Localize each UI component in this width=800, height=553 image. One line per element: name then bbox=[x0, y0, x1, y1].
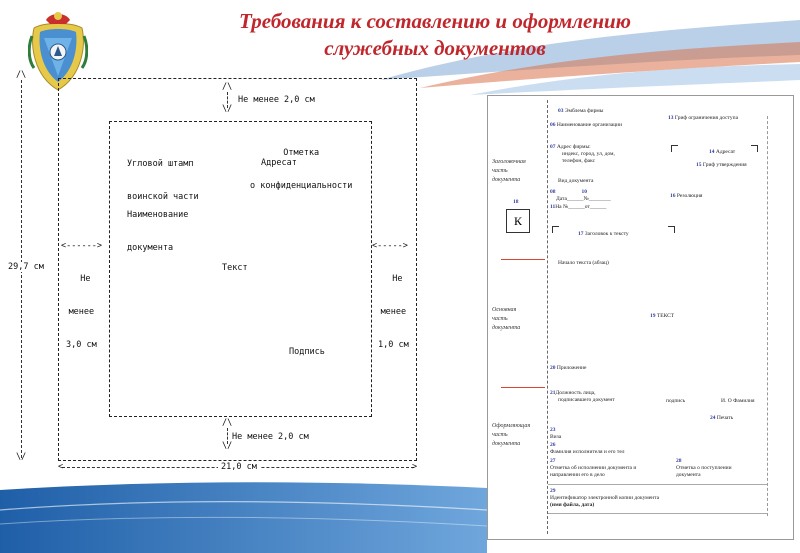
corner-mark-2 bbox=[751, 145, 758, 152]
field-19: 19 ТЕКСТ bbox=[650, 313, 675, 319]
field-14: 14 Адресат bbox=[709, 149, 736, 155]
field-24: 24 Печать bbox=[710, 415, 734, 421]
right-margin-line-1: Не bbox=[392, 274, 403, 284]
left-margin-label: Не менее 3,0 см bbox=[66, 252, 97, 373]
right-margin-arrow: <-----> bbox=[372, 241, 408, 251]
military-academy-emblem-icon bbox=[28, 12, 88, 91]
field-26: 26 Фамилия исполнителя и его тел bbox=[550, 442, 625, 455]
form-sample: Заголовочная часть документа Основная ча… bbox=[487, 95, 794, 540]
right-margin-label: Не менее 1,0 см bbox=[378, 252, 409, 373]
field-13: 13 Гриф ограничения доступа bbox=[668, 115, 739, 121]
form-red-line-1 bbox=[501, 259, 545, 260]
confidentiality-label: Отметка о конфиденциальности bbox=[250, 148, 353, 191]
bottom-margin-label: Не менее 2,0 см bbox=[232, 432, 309, 442]
field-20: 20 Приложение bbox=[550, 365, 587, 371]
top-margin-arrow-up: /\ bbox=[222, 82, 233, 92]
field-03: 03 Эмблема фирмы bbox=[558, 108, 604, 114]
field-21: 21Должность лица, подписавшего документ bbox=[550, 390, 615, 403]
text-area-outline bbox=[109, 121, 372, 417]
width-arrow-right: > bbox=[412, 462, 418, 472]
height-arrow-top: /\ bbox=[16, 70, 27, 80]
corner-mark-4 bbox=[668, 226, 675, 233]
field-18: 18 bbox=[513, 199, 519, 205]
left-margin-line-1: Не bbox=[80, 274, 91, 284]
field-signature: подпись bbox=[666, 398, 686, 404]
left-margin-arrow: <------> bbox=[61, 241, 102, 251]
signature-label: Подпись bbox=[289, 347, 325, 357]
left-margin-line-3: 3,0 см bbox=[66, 340, 97, 350]
form-right-column-line bbox=[767, 116, 768, 516]
page-title: Требования к составлению и оформлению сл… bbox=[150, 8, 720, 62]
form-red-line-2 bbox=[501, 387, 545, 388]
right-margin-line-2: менее bbox=[380, 307, 407, 317]
bottom-wave-decoration bbox=[0, 482, 487, 553]
top-wave-decoration bbox=[380, 20, 800, 95]
top-margin-line bbox=[227, 92, 228, 108]
doc-name-label: Наименование документа bbox=[127, 210, 189, 253]
form-left-column-line bbox=[547, 100, 548, 534]
title-line-1: Требования к составлению и оформлению bbox=[238, 9, 631, 33]
field-text-start: Начало текста (абзац) bbox=[558, 260, 609, 266]
corner-mark-1 bbox=[671, 145, 678, 152]
layout-scheme: /\ \/ 29,7 см < > 21,0 см /\ \/ Не менее… bbox=[8, 70, 418, 472]
side-label-header: Заголовочная часть документа bbox=[492, 159, 526, 183]
field-27: 27 Отметка об исполнении документа и нап… bbox=[550, 458, 637, 478]
title-line-2: служебных документов bbox=[324, 36, 546, 60]
side-label-main: Основная часть документа bbox=[492, 307, 521, 331]
corner-stamp-label: Угловой штамп воинской части bbox=[127, 159, 199, 202]
addressee-label: Адресат bbox=[261, 158, 297, 168]
field-29: 29 Идентификатор электронной копии докум… bbox=[550, 488, 660, 508]
field-28: 28 Отметка о поступлении документа bbox=[676, 458, 732, 478]
text-label: Текст bbox=[222, 263, 248, 273]
side-label-footer: Оформляющая часть документа bbox=[492, 423, 531, 447]
right-margin-line-3: 1,0 см bbox=[378, 340, 409, 350]
field-15: 15 Гриф утверждения bbox=[696, 162, 747, 168]
width-label: 21,0 см bbox=[218, 462, 260, 472]
bottom-margin-arrow-down: \/ bbox=[222, 441, 233, 451]
field-11: 11На №______от______ bbox=[550, 204, 607, 210]
height-label: 29,7 см bbox=[8, 262, 44, 272]
corner-mark-3 bbox=[552, 226, 559, 233]
field-07: 07 Адрес фирмы: индекс, город, ул, дом, … bbox=[550, 144, 615, 164]
field-name: И. О Фамилия bbox=[721, 398, 755, 404]
field-16: 16 Резолюция bbox=[670, 193, 703, 199]
bottom-margin-arrow-up: /\ bbox=[222, 418, 233, 428]
k-box: К bbox=[506, 209, 530, 233]
page-outline bbox=[58, 78, 417, 461]
field-doc-type: Вид документа bbox=[558, 178, 594, 184]
field-17: 17 Заголовок к тексту bbox=[578, 231, 629, 237]
top-margin-label: Не менее 2,0 см bbox=[238, 95, 315, 105]
height-arrow-bottom: \/ bbox=[16, 452, 27, 462]
field-06: 06 Наименование организации bbox=[550, 122, 623, 128]
bottom-margin-line bbox=[227, 428, 228, 444]
width-arrow-left: < bbox=[58, 462, 64, 472]
left-margin-line-2: менее bbox=[68, 307, 95, 317]
top-margin-arrow-down: \/ bbox=[222, 104, 233, 114]
field-29-box bbox=[548, 484, 767, 514]
field-23: 23 Виза bbox=[550, 427, 562, 440]
